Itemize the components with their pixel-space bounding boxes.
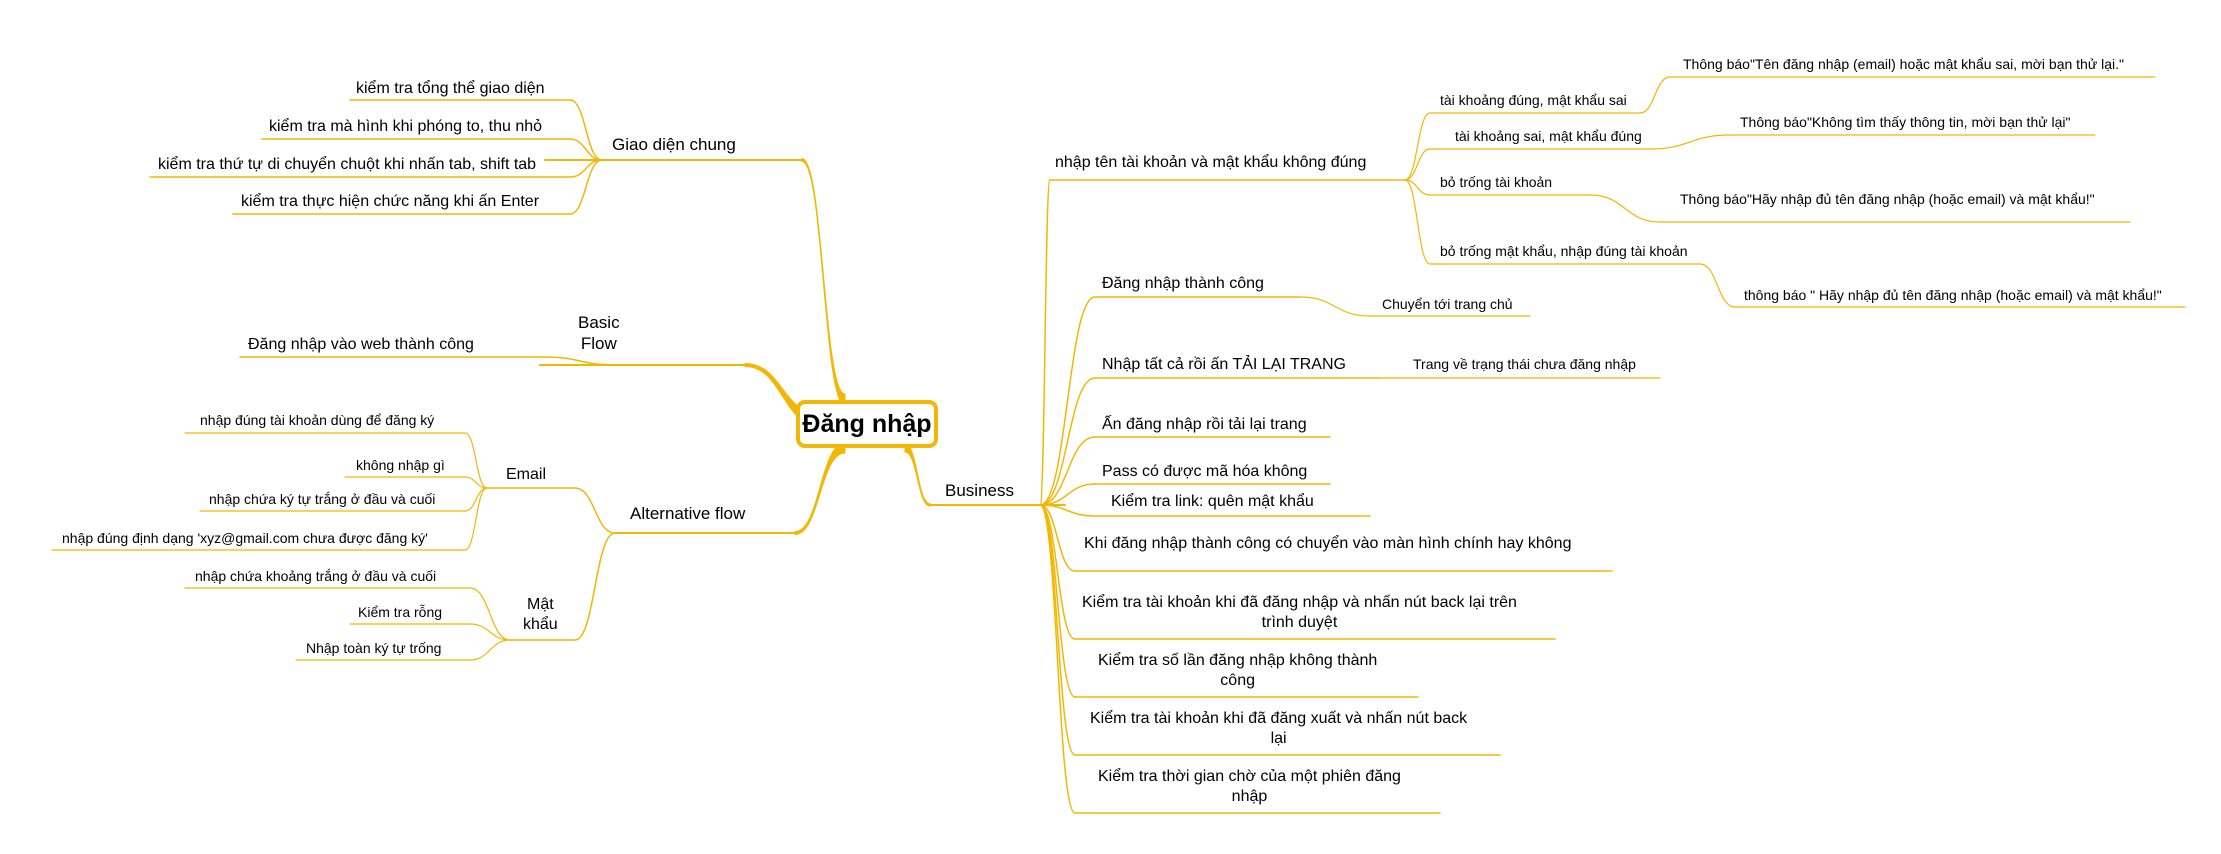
link-result-0 xyxy=(1639,76,1671,114)
mat-khau-item[interactable]: Kiểm tra rỗng xyxy=(358,604,443,620)
wrong-login-node[interactable]: nhập tên tài khoản và mật khẩu không đún… xyxy=(1055,154,1367,171)
business-item[interactable]: Kiểm tra link: quên mật khẩu xyxy=(1111,493,1314,510)
link-mat-khau xyxy=(574,532,616,641)
link-biz-6 xyxy=(1039,504,1076,756)
link-biz-5 xyxy=(1039,504,1076,698)
success-node[interactable]: Đăng nhập thành công xyxy=(1102,275,1264,292)
link-email-2 xyxy=(464,487,488,512)
email-item[interactable]: nhập đúng tài khoản dùng để đăng ký xyxy=(200,412,435,428)
topic-business[interactable]: Business xyxy=(945,481,1014,500)
business-item[interactable]: Kiểm tra số lần đăng nhập không thành cô… xyxy=(1098,652,1378,689)
link-email xyxy=(574,487,616,534)
subtopic-mat-khau[interactable]: Mật khẩu xyxy=(523,596,558,633)
link-email-1 xyxy=(464,476,488,489)
link-result-1 xyxy=(1649,134,1731,150)
link-case-1 xyxy=(1404,148,1431,181)
link-gd-3 xyxy=(569,159,603,215)
email-item[interactable]: nhập đúng định dạng 'xyz@gmail.com chưa … xyxy=(62,530,428,546)
link-email-0 xyxy=(464,432,488,489)
central-topic[interactable]: Đăng nhập xyxy=(796,400,938,448)
link-biz-reload xyxy=(1039,377,1096,506)
link-success-result xyxy=(1299,296,1371,317)
email-item[interactable]: nhập chứa ký tự trắng ở đầu và cuối xyxy=(209,491,436,507)
link-biz-3 xyxy=(1039,504,1076,572)
branch-alternative-flow xyxy=(794,442,846,536)
link-case-3 xyxy=(1404,179,1431,265)
wrong-login-case[interactable]: bỏ trống tài khoản xyxy=(1440,174,1553,190)
business-item[interactable]: Kiểm tra thời gian chờ của một phiên đăn… xyxy=(1098,768,1401,805)
reload-node[interactable]: Nhập tất cả rồi ấn TẢI LẠI TRANG xyxy=(1102,356,1346,373)
link-result-3 xyxy=(1699,263,1736,308)
topic-giao-dien-chung[interactable]: Giao diện chung xyxy=(612,135,736,154)
link-case-0 xyxy=(1404,112,1431,181)
business-item[interactable]: Ấn đăng nhập rồi tải lại trang xyxy=(1102,416,1307,433)
wrong-login-case[interactable]: tài khoảng đúng, mật khẩu sai xyxy=(1440,92,1627,108)
link-email-3 xyxy=(464,487,488,551)
business-item[interactable]: Kiểm tra tài khoản khi đã đăng xuất và n… xyxy=(1090,710,1468,747)
topic-alternative-flow[interactable]: Alternative flow xyxy=(630,504,746,523)
link-biz-wrong xyxy=(1039,179,1051,506)
basic-flow-item[interactable]: Đăng nhập vào web thành công xyxy=(248,336,474,353)
wrong-login-result[interactable]: thông báo " Hãy nhập đủ tên đăng nhập (h… xyxy=(1744,287,2162,303)
topic-basic-flow[interactable]: Basic Flow xyxy=(578,313,620,353)
link-gd-1 xyxy=(569,138,603,161)
success-result[interactable]: Chuyển tới trang chủ xyxy=(1382,296,1513,312)
link-result-2 xyxy=(1589,194,1661,223)
link-biz-7 xyxy=(1039,504,1076,814)
business-item[interactable]: Khi đăng nhập thành công có chuyển vào m… xyxy=(1084,535,1572,552)
giao-dien-item[interactable]: kiểm tra tổng thể giao diện xyxy=(356,80,545,97)
wrong-login-result[interactable]: Thông báo"Hãy nhập đủ tên đăng nhập (hoặ… xyxy=(1680,191,2095,207)
link-mk-0 xyxy=(469,587,511,641)
wrong-login-result[interactable]: Thông báo"Tên đăng nhập (email) hoặc mật… xyxy=(1683,56,2124,72)
link-basic-0 xyxy=(544,356,616,366)
reload-result[interactable]: Trang về trạng thái chưa đăng nhập xyxy=(1413,356,1636,372)
giao-dien-item[interactable]: kiểm tra mà hình khi phóng to, thu nhỏ xyxy=(269,118,543,135)
subtopic-email[interactable]: Email xyxy=(506,466,547,483)
link-mk-2 xyxy=(469,639,511,661)
link-biz-success xyxy=(1039,296,1096,506)
link-gd-0 xyxy=(569,99,603,161)
link-biz-0 xyxy=(1039,436,1096,506)
link-biz-1 xyxy=(1039,483,1096,506)
link-biz-2 xyxy=(1039,504,1096,517)
wrong-login-case[interactable]: bỏ trống mật khẩu, nhập đúng tài khoản xyxy=(1440,243,1688,259)
email-item[interactable]: không nhập gì xyxy=(356,457,445,473)
branch-business xyxy=(904,443,931,507)
link-mk-1 xyxy=(469,623,511,641)
giao-dien-item[interactable]: kiểm tra thứ tự di chuyển chuột khi nhấn… xyxy=(158,156,537,173)
giao-dien-item[interactable]: kiểm tra thực hiện chức năng khi ấn Ente… xyxy=(241,193,540,210)
wrong-login-case[interactable]: tài khoảng sai, mật khẩu đúng xyxy=(1455,128,1642,144)
mat-khau-item[interactable]: Nhập toàn ký tự trống xyxy=(306,640,442,656)
link-biz-4 xyxy=(1039,504,1076,640)
link-case-2 xyxy=(1404,179,1431,196)
wrong-login-result[interactable]: Thông báo"Không tìm thấy thông tin, mời … xyxy=(1740,114,2071,130)
branch-giao-dien-chung xyxy=(801,157,846,407)
business-item[interactable]: Kiểm tra tài khoản khi đã đăng nhập và n… xyxy=(1082,594,1517,631)
business-item[interactable]: Pass có được mã hóa không xyxy=(1102,463,1308,480)
mat-khau-item[interactable]: nhập chứa khoảng trắng ở đầu và cuối xyxy=(195,568,437,584)
